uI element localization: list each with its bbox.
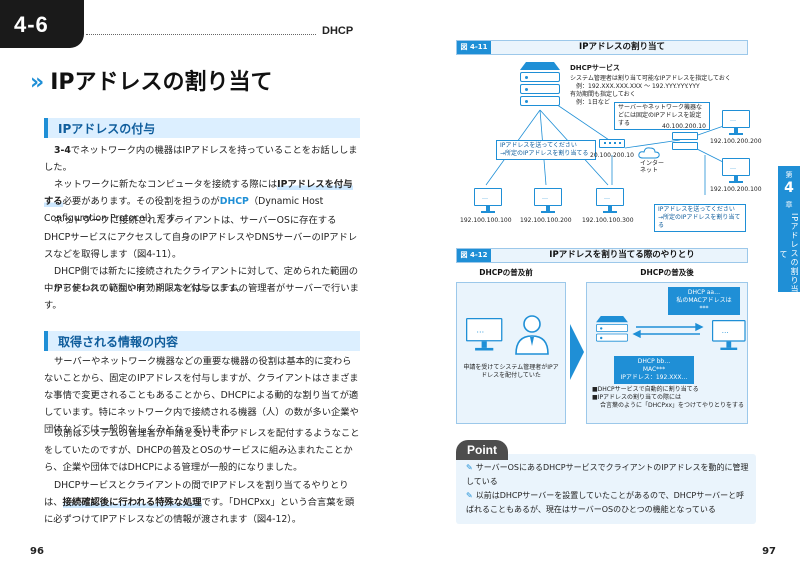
dhcp-term: DHCP bbox=[219, 196, 249, 207]
figure-title: IPアドレスを割り当てる際のやりとり bbox=[549, 250, 695, 260]
paragraph-8: DHCPサービスとクライアントの間でIPアドレスを割り当てるやりとりは、接続確認… bbox=[44, 480, 355, 525]
header-dotted-rule bbox=[86, 34, 316, 35]
exchange-arrows bbox=[632, 322, 704, 338]
chapter-side-tab: 第 4 章 IPアドレスの割り当て bbox=[778, 166, 800, 295]
header-label: DHCP bbox=[322, 25, 354, 37]
before-heading: DHCPの普及前 bbox=[479, 268, 533, 277]
after-notes: ■DHCPサービスで自動的に割り当てる ■IPアドレスの割り当ての際には 合言葉… bbox=[592, 386, 745, 409]
figure-id: 図 4-12 bbox=[457, 249, 491, 262]
internet-cloud-icon bbox=[638, 147, 660, 159]
dhcp-service-label: DHCPサービス bbox=[570, 64, 620, 72]
client-ip-3: 192.100.100.300 bbox=[582, 217, 634, 224]
client-monitor-icon: … bbox=[596, 188, 624, 214]
figure-4-12-header: 図 4-12 IPアドレスを割り当てる際のやりとり bbox=[456, 248, 748, 263]
paragraph-5: IPアドレスの範囲や有効期限などはシステムの管理者がサーバーで行います。 bbox=[44, 283, 359, 311]
administrator-person-icon bbox=[515, 315, 549, 355]
point-tag: Point bbox=[456, 440, 508, 460]
client-ip-5: 192.100.200.100 bbox=[710, 186, 762, 193]
after-heading: DHCPの普及後 bbox=[640, 268, 694, 277]
request-note-2: IPアドレスを送ってください →所定のIPアドレスを割り当てる bbox=[654, 204, 746, 232]
client-monitor-icon: … bbox=[722, 158, 750, 184]
bubble-client-request: DHCP aa… 私のMACアドレスは *** bbox=[668, 287, 740, 315]
dhcp-note-1: システム管理者は割り当て可能なIPアドレスを指定しておく bbox=[570, 75, 731, 82]
dhcp-note-2: 例：192.XXX.XXX.XXX ～ 192.YYY.YYY.YYY bbox=[576, 83, 700, 90]
right-page: 第 4 章 IPアドレスの割り当て 図 4-11 IPアドレスの割り当て bbox=[400, 0, 800, 567]
bubble-dhcp-response: DHCP bb… MAC*** IPアドレス：192.XXX… bbox=[614, 356, 694, 384]
figure-id: 図 4-11 bbox=[457, 41, 491, 54]
before-monitor-icon: … bbox=[466, 318, 503, 352]
paragraph-1: 3-4でネットワーク内の機器はIPアドレスを持っていることをお話ししました。 bbox=[44, 145, 358, 173]
after-server-icon bbox=[596, 316, 628, 343]
page-number: 97 bbox=[762, 546, 776, 557]
chapter-number: 4 bbox=[784, 180, 794, 196]
after-client-monitor-icon: … bbox=[712, 320, 746, 351]
client-ip-4: 192.100.200.200 bbox=[710, 138, 762, 145]
point-box bbox=[456, 454, 756, 524]
internet-label: インター ネット bbox=[640, 160, 665, 174]
subheading-text: IPアドレスの付与 bbox=[58, 122, 156, 136]
subheading-ip-assignment: IPアドレスの付与 bbox=[44, 118, 360, 138]
pencil-icon: ✎ bbox=[466, 463, 473, 472]
figure-4-11-header: 図 4-11 IPアドレスの割り当て bbox=[456, 40, 748, 55]
client-ip-1: 192.100.100.100 bbox=[460, 217, 512, 224]
ref-bold: 3-4 bbox=[54, 145, 71, 156]
client-monitor-icon: … bbox=[534, 188, 562, 214]
network-device-icon bbox=[672, 132, 698, 152]
client-ip-2: 192.100.100.200 bbox=[520, 217, 572, 224]
paragraph-4: DHCP側では新たに接続されたクライアントに対して、定められた範囲の中から使われ… bbox=[44, 266, 359, 294]
page-number: 96 bbox=[30, 546, 44, 557]
pencil-icon: ✎ bbox=[466, 491, 473, 500]
switch-icon bbox=[599, 139, 625, 148]
subheading-text: 取得される情報の内容 bbox=[58, 335, 179, 349]
emphasis-special-process: 接続確認後に行われる特殊な処理 bbox=[62, 497, 202, 508]
paragraph-2: ネットワークに新たなコンピュータを接続する際にはIPアドレスを付与する必要があり… bbox=[44, 179, 353, 224]
figure-title: IPアドレスの割り当て bbox=[579, 42, 665, 52]
client-monitor-icon: … bbox=[722, 110, 750, 136]
subheading-info-content: 取得される情報の内容 bbox=[44, 331, 360, 351]
right-arrow-icon bbox=[570, 324, 584, 380]
paragraph-3: ネットワークに接続されたクライアントは、サーバーOSに存在するDHCPサービスに… bbox=[44, 215, 358, 260]
dhcp-note-3: 有効期間も指定しておく bbox=[570, 91, 636, 98]
before-caption: 申請を受けてシステム管理者がIPアドレスを配付していた bbox=[463, 364, 559, 379]
dhcp-server-icon bbox=[520, 62, 560, 108]
chapter-vertical-title: IPアドレスの割り当て bbox=[779, 213, 799, 295]
left-page: 4-6 DHCP »IPアドレスの割り当て IPアドレスの付与 3-4でネットワ… bbox=[0, 0, 360, 557]
router-ip-label: 20.100.200.10 bbox=[590, 152, 634, 159]
page-title-text: IPアドレスの割り当て bbox=[50, 70, 273, 95]
section-number: 4-6 bbox=[14, 12, 49, 37]
sw-ip-label: 40.100.200.10 bbox=[662, 123, 706, 130]
paragraph-7: 以前はシステムの管理者が申請を受けてIPアドレスを配付するようなことをしていたの… bbox=[44, 428, 360, 473]
request-note-1: IPアドレスを送ってください →所定のIPアドレスを割り当てる bbox=[496, 140, 596, 160]
point-item-2: ✎以前はDHCPサーバーを設置していたことがあるので、DHCPサーバーと呼ばれる… bbox=[466, 491, 745, 514]
point-item-1: ✎サーバーOSにあるDHCPサービスでクライアントのIPアドレスを動的に管理して… bbox=[466, 463, 749, 486]
dhcp-note-4: 例：1日など bbox=[576, 99, 610, 106]
client-monitor-icon: … bbox=[474, 188, 502, 214]
paragraph-6: サーバーやネットワーク機器などの重要な機器の役割は基本的に変わらないことから、固… bbox=[44, 356, 359, 435]
section-tab: 4-6 bbox=[0, 0, 84, 48]
title-chevron-icon: » bbox=[30, 70, 45, 95]
fixed-ip-note: サーバーやネットワーク機器などには固定のIPアドレスを設定する bbox=[614, 102, 710, 130]
page-title: »IPアドレスの割り当て bbox=[30, 64, 273, 96]
